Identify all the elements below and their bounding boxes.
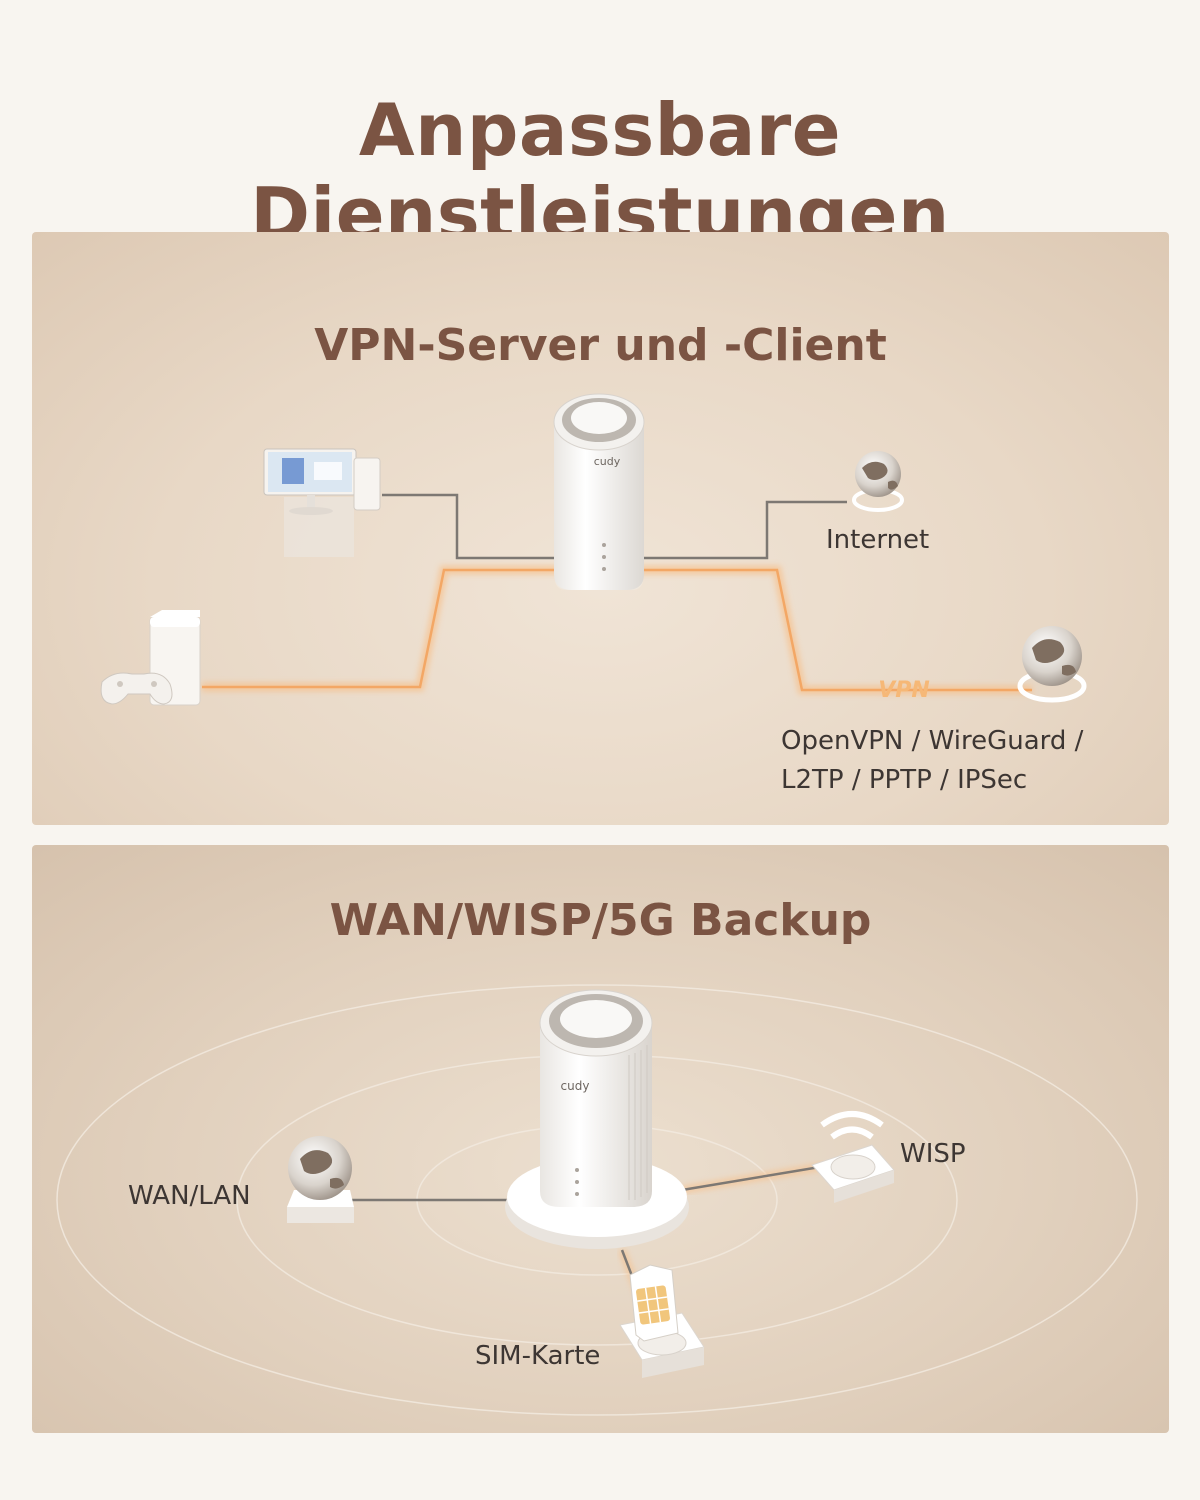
vpn-protocols-line1: OpenVPN / WireGuard /: [781, 726, 1084, 756]
backup-panel: cudy WAN/: [32, 845, 1169, 1433]
sim-card-label: SIM-Karte: [475, 1341, 601, 1371]
router-device: [553, 393, 645, 590]
wisp-wifi-icon: [811, 1111, 895, 1203]
page-title: Anpassbare Dienstleistungen: [250, 88, 950, 256]
router-device-2: [539, 989, 653, 1207]
vpn-globe-icon: [1017, 626, 1087, 703]
vpn-section-title: VPN-Server und -Client: [314, 320, 887, 371]
vpn-panel: cudy VPN VPN-Server und -Client Internet…: [32, 232, 1169, 825]
wan-globe-icon: [287, 1136, 354, 1223]
sim-card-icon: [619, 1264, 705, 1378]
grey-cable: [382, 493, 847, 560]
game-controller-icon: [100, 672, 173, 705]
wan-lan-label: WAN/LAN: [128, 1181, 251, 1211]
internet-globe-icon: [852, 451, 904, 512]
router-brand-logo-2: cudy: [561, 1079, 590, 1093]
router-brand-logo: cudy: [594, 455, 621, 468]
wisp-label: WISP: [900, 1139, 966, 1169]
vpn-diagram: cudy VPN: [100, 393, 1087, 706]
vpn-tag: VPN: [878, 678, 930, 703]
internet-label: Internet: [826, 525, 930, 555]
backup-diagram: cudy: [56, 984, 1138, 1416]
vpn-protocols-line2: L2TP / PPTP / IPSec: [781, 765, 1028, 795]
backup-section-title: WAN/WISP/5G Backup: [329, 895, 872, 946]
desktop-computer-icon: [263, 448, 381, 557]
